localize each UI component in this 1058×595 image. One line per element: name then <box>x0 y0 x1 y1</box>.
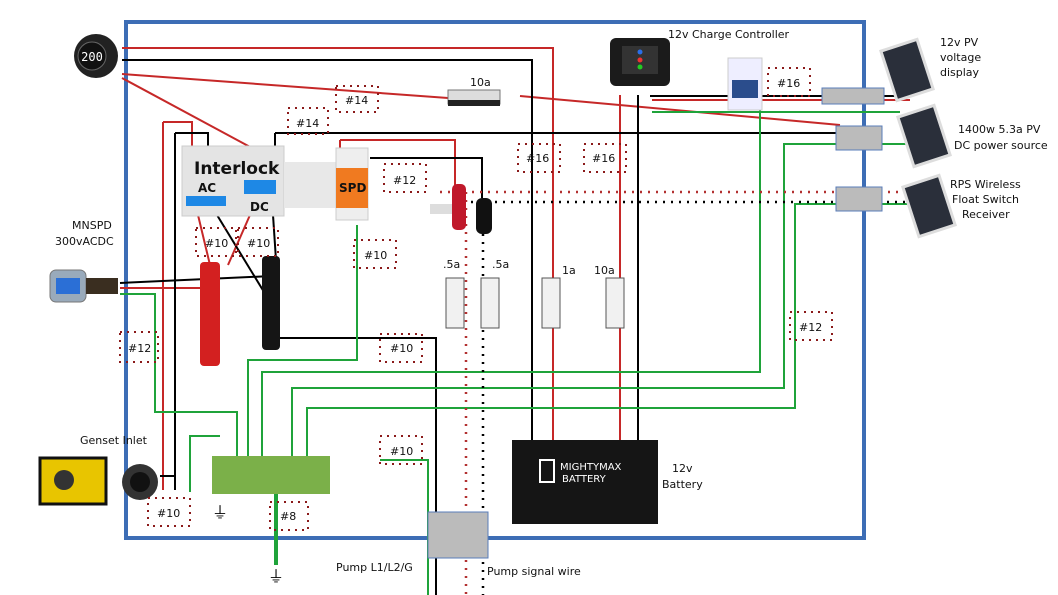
svg-text:#14: #14 <box>296 117 319 130</box>
svg-text:1a: 1a <box>562 264 576 277</box>
svg-text:#12: #12 <box>128 342 151 355</box>
voltage-display: 200 <box>74 34 118 78</box>
svg-text:#16: #16 <box>526 152 549 165</box>
chassis-ground-icon: ⏚ <box>212 504 228 522</box>
dc-breaker <box>727 57 763 111</box>
gland-float-switch <box>835 186 883 212</box>
gland-pv-source <box>835 125 883 151</box>
fuse-holders: .5a .5a 1a 10a <box>443 258 625 329</box>
positive-busbar <box>200 262 220 366</box>
pump-signal-label: Pump signal wire <box>487 565 581 578</box>
solar-panel-receiver <box>901 173 957 239</box>
svg-text:#8: #8 <box>280 510 296 523</box>
enclosure-outline <box>124 20 866 540</box>
solar-panel-display <box>879 37 935 103</box>
ground-busbar <box>212 456 330 494</box>
svg-text:MIGHTYMAX: MIGHTYMAX <box>560 462 622 473</box>
genset-inlet <box>122 464 158 500</box>
svg-text:#16: #16 <box>777 77 800 90</box>
svg-text:#12: #12 <box>393 174 416 187</box>
svg-text:#10: #10 <box>390 342 413 355</box>
earth-ground-icon: ⏚ <box>268 568 284 586</box>
surge-protection-device: SPD <box>335 147 369 221</box>
inline-fuse-10a: 10a <box>447 76 501 106</box>
din-rail <box>284 162 336 208</box>
svg-text:#16: #16 <box>592 152 615 165</box>
svg-text:#10: #10 <box>390 445 413 458</box>
svg-text:AC: AC <box>198 181 216 195</box>
svg-text:#10: #10 <box>157 507 180 520</box>
ground-wires <box>120 110 920 595</box>
genset-label: Genset Inlet <box>80 434 148 447</box>
negative-post <box>476 198 492 234</box>
svg-text:#10: #10 <box>205 237 228 250</box>
gland-pump <box>427 511 489 559</box>
svg-text:DC: DC <box>250 200 269 214</box>
svg-text:.5a: .5a <box>443 258 460 271</box>
svg-text:10a: 10a <box>594 264 615 277</box>
svg-text:Interlock: Interlock <box>194 159 280 179</box>
solar-panel-source <box>896 103 952 169</box>
wire-gauge-labels: #14 #14 #12 #16 #16 #16 #10 #10 #10 #12 … <box>119 67 833 531</box>
interlock-breaker: Interlock AC DC <box>181 145 285 217</box>
svg-text:200: 200 <box>81 50 103 64</box>
gland-pv-display <box>821 87 885 105</box>
svg-text:#10: #10 <box>364 249 387 262</box>
negative-busbar <box>262 256 280 350</box>
positive-post <box>430 184 466 230</box>
svg-text:SPD: SPD <box>339 181 366 195</box>
charge-controller-label: 12v Charge Controller <box>668 28 790 41</box>
charge-controller: 12v Charge Controller <box>610 28 790 86</box>
positive-wires <box>120 47 910 490</box>
genset: Genset Inlet <box>38 434 148 506</box>
svg-text:#10: #10 <box>247 237 270 250</box>
svg-text:#12: #12 <box>799 321 822 334</box>
svg-text:10a: 10a <box>470 76 491 89</box>
svg-text:#14: #14 <box>345 94 368 107</box>
pump-power-label: Pump L1/L2/G <box>336 561 413 574</box>
svg-text:BATTERY: BATTERY <box>562 474 607 485</box>
svg-text:.5a: .5a <box>492 258 509 271</box>
